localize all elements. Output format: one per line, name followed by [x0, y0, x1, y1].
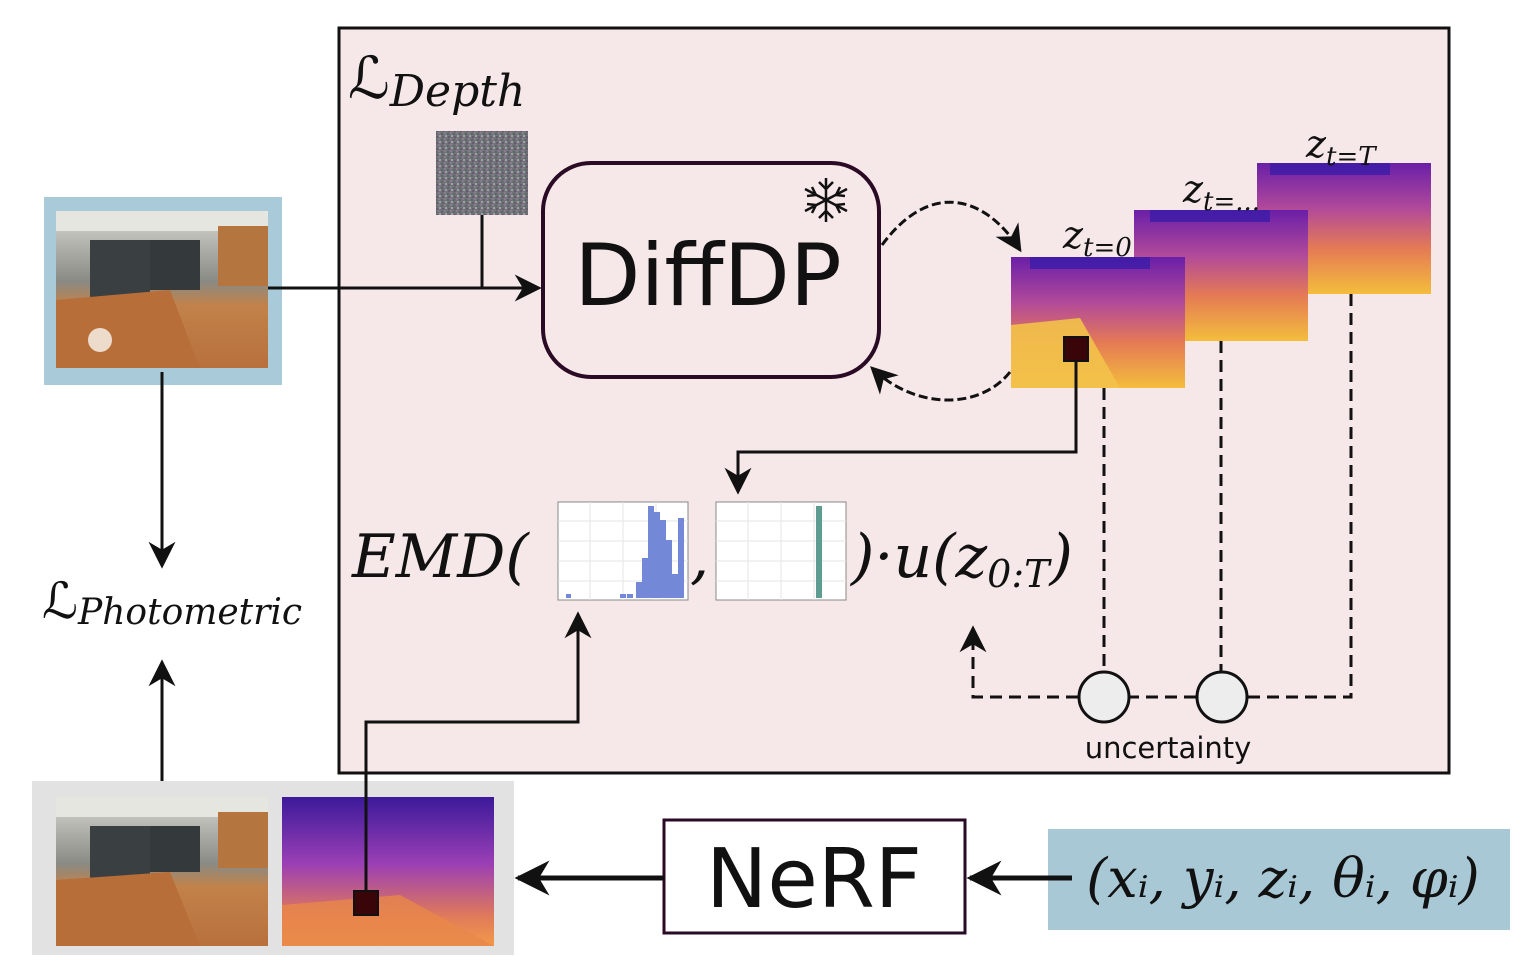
- depth-loss-label: ℒDepth: [348, 44, 525, 117]
- ground-truth-histogram: [715, 501, 847, 601]
- diffdp-box: [541, 161, 881, 379]
- snowflake-icon: [804, 178, 848, 222]
- uncertainty-label: uncertainty: [1085, 731, 1252, 765]
- emd-suffix: )·u(z0:T): [849, 522, 1073, 596]
- rendered-depth-image: [282, 797, 494, 946]
- diffdp-label: DiffDP: [574, 226, 841, 326]
- rendered-sample-to-pred-arrow: [364, 611, 592, 891]
- rendered-pixel-marker: [353, 890, 379, 916]
- depth-map-label-mid: zt=...: [1182, 167, 1260, 217]
- emd-comma: ,: [690, 522, 709, 592]
- rendered-rgb-image: [56, 797, 268, 946]
- input-coords-box: [1048, 829, 1510, 930]
- emd-prefix: EMD(: [351, 522, 530, 592]
- diffdp-feedback-arrow: [870, 366, 1012, 402]
- depth-map-label-0: zt=0: [1062, 213, 1132, 263]
- depth-map-t-0: [1011, 257, 1185, 388]
- diffdp-output-arrow: [880, 200, 1022, 253]
- uncertainty-node-2: [1195, 670, 1249, 724]
- predicted-histogram: [557, 501, 689, 601]
- input-room-image: [56, 211, 268, 368]
- nerf-box: [662, 818, 967, 935]
- photometric-loss-label: ℒPhotometric: [42, 572, 302, 633]
- depth-sample-to-gt-arrow: [724, 361, 1078, 495]
- uncertainty-node-1: [1077, 670, 1131, 724]
- noise-image: [436, 131, 528, 215]
- depth-pixel-marker: [1063, 336, 1089, 362]
- input-coords-label: (xᵢ, yᵢ, zᵢ, θᵢ, φᵢ): [1086, 847, 1480, 910]
- nerf-label: NeRF: [706, 832, 922, 927]
- depth-map-label-T: zt=T: [1305, 122, 1377, 172]
- uncertainty-connections: [971, 294, 1353, 699]
